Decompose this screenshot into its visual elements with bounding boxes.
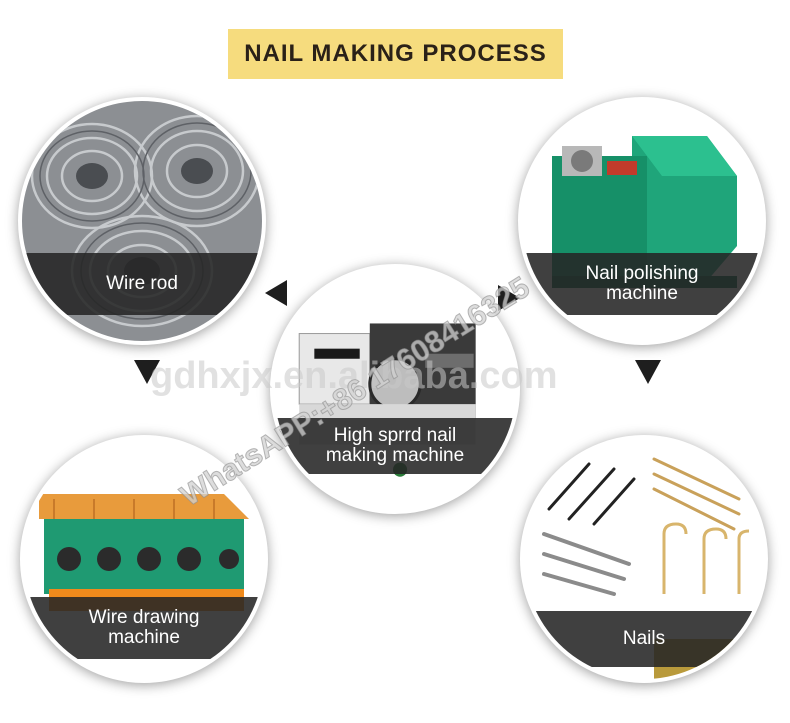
polishing-label-band: Nail polishing machine [522,253,762,315]
wire-rod-label-band: Wire rod [22,253,262,315]
step-nails: Nails [520,435,768,683]
page-title: NAIL MAKING PROCESS [244,40,547,67]
nails-label: Nails [622,628,666,649]
step-wire-drawing: Wire drawing machine [20,435,268,683]
wire-drawing-label-band: Wire drawing machine [24,597,264,659]
step-high-speed-nail-making: High sprrd nail making machine [270,264,520,514]
polishing-label-line2: machine [606,283,678,304]
polishing-pointer [635,360,661,384]
polishing-label-line1: Nail polishing [585,263,699,284]
nails-label-band: Nails [524,611,764,667]
step-nail-polishing: Nail polishing machine [518,97,766,345]
wire-rod-pointer [134,360,160,384]
nail-making-label-line2: making machine [325,445,465,466]
step-wire-rod: Wire rod [18,97,266,345]
nail-making-label-band: High sprrd nail making machine [274,418,516,474]
nail-making-label-line1: High sprrd nail [333,425,457,446]
nail-making-left-pointer [265,280,287,306]
title-banner: NAIL MAKING PROCESS [228,29,563,79]
wire-drawing-label-line1: Wire drawing [88,607,200,628]
wire-drawing-label-line2: machine [108,627,180,648]
nail-making-right-pointer [498,285,520,311]
wire-rod-label: Wire rod [106,273,178,294]
